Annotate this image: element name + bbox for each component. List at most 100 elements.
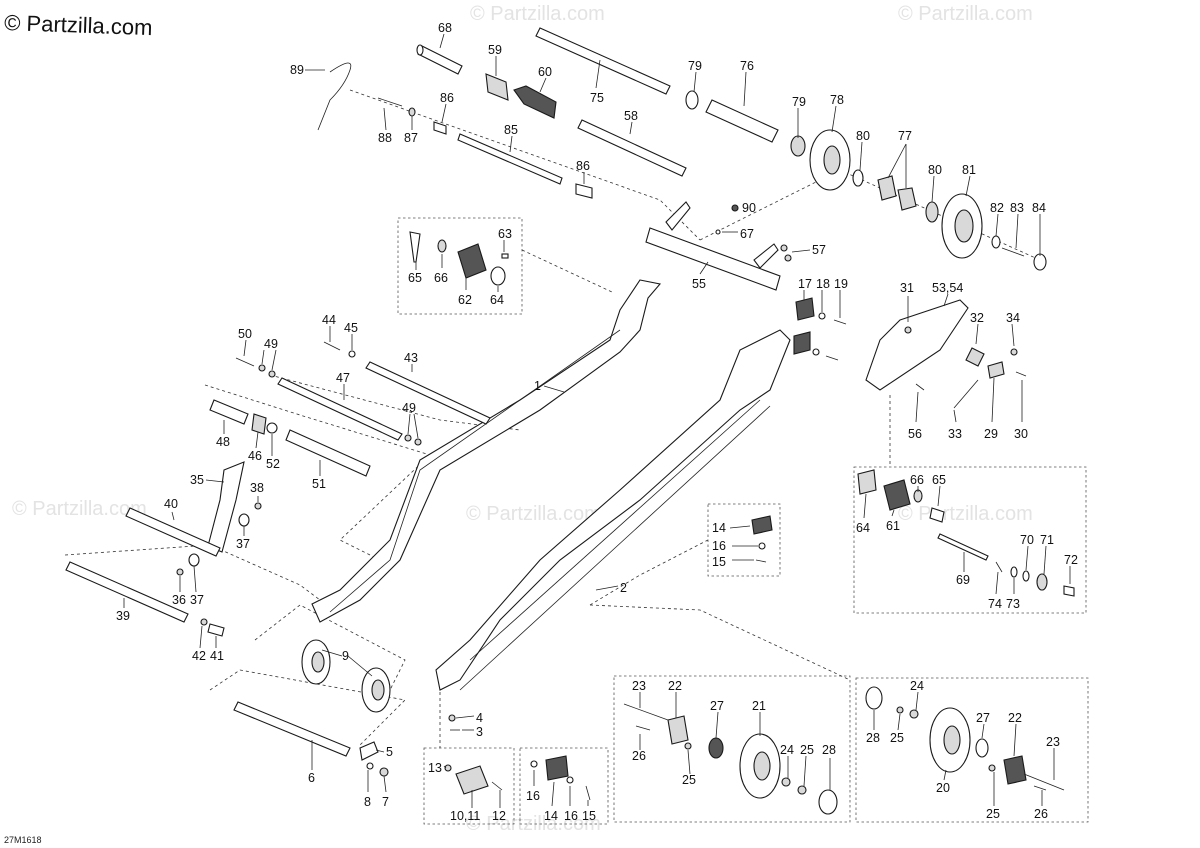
bolt-26b — [1033, 785, 1047, 791]
callout-27a: 27 — [710, 699, 724, 713]
axle-6 — [233, 701, 351, 757]
callout-55: 55 — [692, 277, 706, 291]
callout-57: 57 — [812, 243, 826, 257]
bushing-59 — [485, 73, 509, 101]
bolt-83 — [1001, 247, 1025, 257]
callout-77: 77 — [898, 129, 912, 143]
washers-49a — [258, 364, 276, 378]
nut-25d — [988, 764, 996, 772]
group-box-61 — [853, 466, 1087, 614]
callout-64b: 64 — [856, 521, 870, 535]
callout-2: 2 — [620, 581, 627, 595]
block-61 — [883, 479, 911, 511]
slider-14b — [545, 755, 569, 781]
callout-21: 21 — [752, 699, 766, 713]
callout-36: 36 — [172, 593, 186, 607]
callout-25a: 25 — [682, 773, 696, 787]
axis-line-39 — [64, 544, 321, 601]
callout-83: 83 — [1010, 201, 1024, 215]
spacer-64a — [490, 266, 506, 286]
callout-81: 81 — [962, 163, 976, 177]
callout-49a: 49 — [264, 337, 278, 351]
washer-37a — [238, 513, 250, 527]
callout-49b: 49 — [402, 401, 416, 415]
callout-35: 35 — [190, 473, 204, 487]
bolt-44 — [323, 341, 341, 351]
nut-87 — [408, 107, 416, 117]
callout-65b: 65 — [932, 473, 946, 487]
nut-38 — [254, 502, 262, 510]
bolt-23a — [623, 703, 669, 721]
washer-24b — [909, 709, 919, 719]
callout-52: 52 — [266, 457, 280, 471]
callout-43: 43 — [404, 351, 418, 365]
callout-90: 90 — [742, 201, 756, 215]
watermark-top-right: © Partzilla.com — [898, 3, 1033, 25]
copyright-text: © Partzilla.com — [4, 10, 153, 40]
bushing-86b — [575, 183, 593, 199]
tube-48 — [209, 399, 249, 425]
axle-55 — [645, 201, 781, 291]
slider-14a — [751, 515, 773, 535]
washer-16c — [566, 776, 574, 784]
callout-48: 48 — [216, 435, 230, 449]
callout-89: 89 — [290, 63, 304, 77]
shaft-43 — [365, 361, 491, 425]
washer-80b — [925, 201, 939, 223]
callout-85: 85 — [504, 123, 518, 137]
callout-26a: 26 — [632, 749, 646, 763]
bolt-30 — [1015, 371, 1027, 377]
watermark-top-center: © Partzilla.com — [470, 3, 605, 25]
callout-22b: 22 — [1008, 711, 1022, 725]
bolt-26a — [635, 725, 651, 731]
drop-90 — [731, 204, 739, 212]
washer-16a — [758, 542, 766, 550]
wheel-20 — [929, 707, 971, 773]
washers-49b — [404, 434, 422, 446]
bolt-23b — [1023, 773, 1065, 791]
callout-24a: 24 — [780, 743, 794, 757]
callout-68: 68 — [438, 21, 452, 35]
pin-69 — [937, 533, 989, 561]
callout-13: 13 — [428, 761, 442, 775]
screw-15b — [585, 785, 591, 801]
callout-8: 8 — [364, 795, 371, 809]
callout-64a: 64 — [490, 293, 504, 307]
bushing-86a — [433, 121, 447, 135]
bracket-10-11 — [455, 765, 489, 795]
callout-42: 42 — [192, 649, 206, 663]
washer-37b — [188, 553, 200, 567]
axis-line-box62 — [521, 249, 613, 293]
block-22a — [667, 715, 689, 745]
bushing-60 — [513, 85, 557, 119]
washer-71 — [1036, 573, 1048, 591]
callout-63: 63 — [498, 227, 512, 241]
watermark-mid: © Partzilla.com — [466, 503, 601, 525]
axis-line-top — [349, 89, 701, 241]
watermark-right: © Partzilla.com — [898, 503, 1033, 525]
callout-15a: 15 — [712, 555, 726, 569]
washer-79b — [790, 135, 806, 157]
washer-27b — [975, 738, 989, 758]
bracket-32 — [965, 347, 985, 367]
pin-63 — [501, 253, 509, 259]
callout-38: 38 — [250, 481, 264, 495]
cap-28a — [818, 789, 838, 815]
bracket-53-54 — [865, 299, 969, 391]
washer-45 — [348, 350, 356, 358]
callout-46: 46 — [248, 449, 262, 463]
callout-39: 39 — [116, 609, 130, 623]
callout-86b: 86 — [576, 159, 590, 173]
wheel-78 — [809, 129, 851, 191]
callout-58: 58 — [624, 109, 638, 123]
group-box-21 — [613, 675, 851, 823]
bolt-19 — [825, 319, 847, 361]
callout-75: 75 — [590, 91, 604, 105]
block-62 — [457, 243, 487, 279]
callout-16c: 16 — [564, 809, 578, 823]
spring-89 — [317, 62, 352, 131]
washer-80a — [852, 169, 864, 187]
wheels-9 — [301, 639, 391, 713]
callout-71: 71 — [1040, 533, 1054, 547]
